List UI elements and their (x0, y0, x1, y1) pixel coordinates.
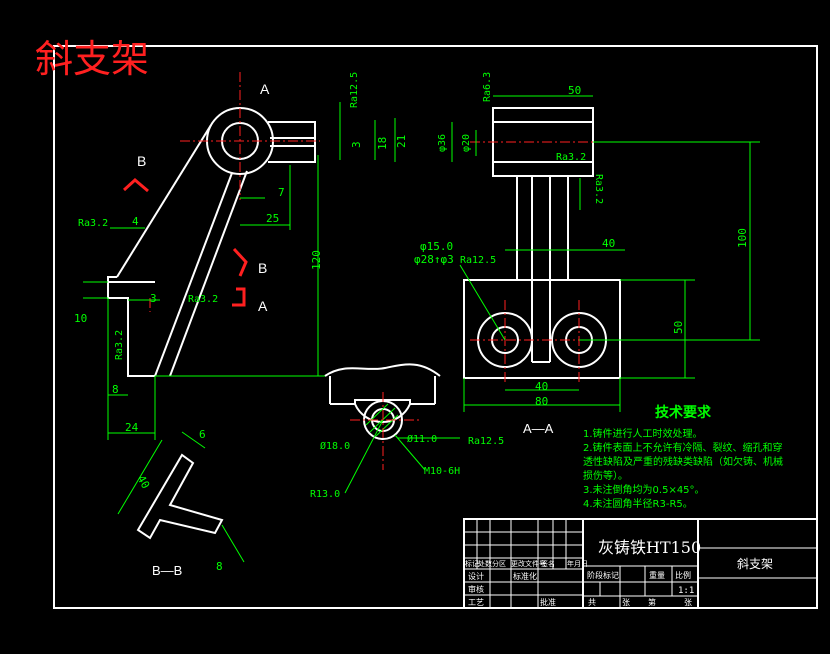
tb-bottom-label-2: 张 (622, 598, 630, 607)
notes-item-4: 4.未注圆角半径R3-R5。 (583, 497, 693, 510)
boss-lug (268, 121, 316, 163)
notes-heading: 技术要求 (655, 404, 712, 421)
arm-rib-edge (169, 170, 248, 377)
dim-120: 120 (310, 250, 323, 270)
notes-item-3: 3.未注倒角均为0.5×45°。 (583, 483, 705, 496)
roughness-ra3-2-left: Ra3.2 (78, 218, 108, 229)
tb-row-label-4: 更改文件号 (511, 559, 546, 568)
roughness-ra6-3: Ra6.3 (482, 72, 493, 102)
detail-leaders (344, 419, 460, 494)
section-label-a-top: A (260, 81, 270, 97)
roughness-ra12-5-side: Ra12.5 (460, 255, 496, 266)
roughness-ra12-5-detail: Ra12.5 (468, 436, 504, 447)
dim-bb-8: 8 (216, 560, 223, 573)
arm-outer-edge (116, 124, 212, 278)
notes-item-2c: 损伤等）。 (583, 469, 628, 482)
dim-8: 8 (112, 383, 119, 396)
dim-100: 100 (736, 228, 749, 248)
section-label-a-bottom: A (258, 298, 268, 314)
tb-left-label-1: 设计 (468, 571, 484, 581)
roughness-ra3-2-side: Ra3.2 (556, 152, 586, 163)
hole-phi15: φ15.0 (420, 240, 453, 253)
dim-bb-6: 6 (199, 428, 206, 441)
dim-24: 24 (125, 421, 139, 434)
dim-m10: M10-6H (424, 466, 460, 477)
base-outline (107, 276, 155, 377)
dim-3-lug: 3 (350, 141, 363, 148)
dim-40-holes: 40 (535, 380, 548, 393)
side-view (463, 107, 621, 379)
tb-left-label-4: 标准化 (513, 571, 537, 581)
side-centerlines (470, 141, 612, 385)
notes-item-1: 1.铸件进行人工时效处理。 (583, 427, 703, 440)
dim-80: 80 (535, 395, 548, 408)
section-label-b-right: B (258, 260, 267, 276)
detail-centerlines (350, 392, 420, 470)
tb-left-label-2: 审核 (468, 584, 484, 594)
dim-10: 10 (74, 312, 87, 325)
dim-25: 25 (266, 212, 279, 225)
section-markers (122, 178, 248, 307)
dim-40-web: 40 (602, 237, 615, 250)
roughness-ra12-5-top: Ra12.5 (349, 72, 360, 108)
section-bb-profile (136, 453, 224, 540)
tb-row-label-1: 标记 (465, 559, 479, 568)
section-bb-dims (117, 431, 245, 563)
drawing-title: 斜支架 (35, 37, 149, 81)
title-block-material: 灰铸铁HT150 (598, 538, 701, 557)
section-label-b-left: B (137, 153, 146, 169)
title-block (463, 518, 818, 609)
roughness-ra3-2-web: Ra3.2 (593, 174, 604, 204)
dim-7: 7 (278, 186, 285, 199)
dim-d11: Ø11.0 (407, 433, 437, 445)
detail-break-line (324, 363, 441, 377)
dim-3-base: 3 (150, 292, 157, 305)
tb-left-label-3: 工艺 (468, 598, 484, 607)
dim-18: 18 (376, 137, 389, 150)
roughness-ra3-2-vertical: Ra3.2 (114, 330, 125, 360)
arm-inner-edge (154, 172, 233, 377)
tb-bottom-label-3: 第 (648, 597, 656, 607)
front-dim-lines (83, 102, 396, 440)
dim-phi20: φ20 (461, 134, 472, 152)
tb-row-label-5: 签名 (541, 559, 555, 568)
tb-left-label-5: 批准 (540, 597, 556, 607)
front-view (107, 107, 316, 377)
dim-r13: R13.0 (310, 489, 340, 500)
tb-right-label-2: 重量 (649, 570, 665, 580)
dim-phi36: φ36 (437, 134, 448, 152)
notes-item-2b: 透性缺陷及严重的残缺类缺陷（如欠铸、机械 (583, 455, 783, 468)
dim-50-top: 50 (568, 84, 581, 97)
section-bb-view (136, 453, 224, 540)
tb-row-label-3: 分区 (492, 559, 506, 568)
dim-50-base: 50 (672, 321, 685, 334)
tb-row-label-6: 年月日 (567, 559, 588, 568)
dim-21: 21 (395, 135, 408, 148)
section-label-aa: A—A (523, 421, 554, 436)
dim-4: 4 (132, 215, 139, 228)
side-base-block (463, 279, 621, 379)
title-block-scale: 1:1 (678, 586, 694, 596)
tb-right-label-3: 比例 (675, 570, 691, 580)
tb-row-label-2: 处数 (478, 559, 492, 568)
tb-right-label-1: 阶段标记 (587, 570, 619, 580)
tb-bottom-label-1: 共 (588, 598, 596, 607)
hole-phi28: φ28↑φ3 (414, 253, 454, 266)
title-block-part-name: 斜支架 (737, 557, 773, 571)
section-label-bb: B—B (152, 563, 182, 578)
drawing-border (53, 45, 818, 609)
side-dim-lines (451, 95, 760, 412)
dim-bb-40: 40 (134, 473, 152, 491)
notes-item-2: 2.铸件表面上不允许有冷隔、裂纹、缩孔和穿 (583, 441, 783, 454)
roughness-ra3-2-base: Ra3.2 (188, 294, 218, 305)
tb-bottom-label-4: 张 (684, 598, 692, 607)
dim-d18: Ø18.0 (320, 440, 350, 452)
